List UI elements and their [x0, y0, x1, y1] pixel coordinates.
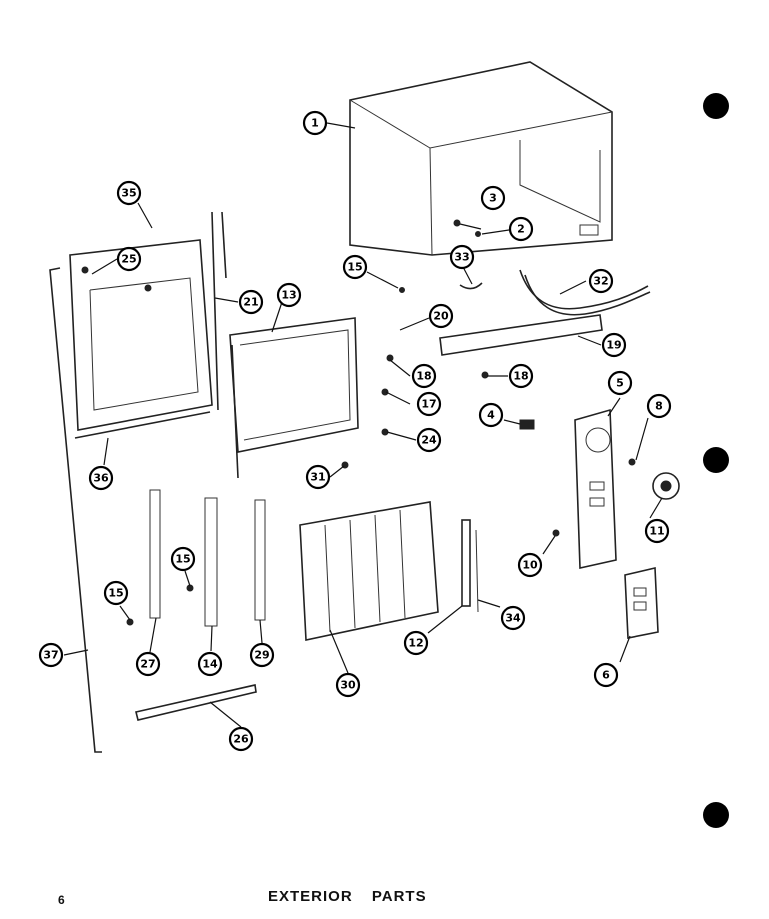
callout-18-a: 18	[411, 363, 437, 389]
grille	[299, 501, 439, 641]
svg-text:15: 15	[175, 553, 190, 566]
callout-36: 36	[88, 465, 114, 491]
callout-19: 19	[601, 332, 627, 358]
svg-text:12: 12	[408, 637, 423, 650]
callout-18-b: 18	[508, 363, 534, 389]
callout-10: 10	[517, 552, 543, 578]
callout-15-a: 15	[342, 254, 368, 280]
svg-text:1: 1	[311, 117, 319, 130]
callout-14: 14	[197, 651, 223, 677]
top-rail	[439, 314, 603, 356]
small-hardware	[126, 219, 636, 626]
bottom-trim	[135, 684, 257, 721]
svg-text:2: 2	[517, 223, 525, 236]
svg-text:10: 10	[522, 559, 538, 572]
callout-17: 17	[416, 391, 442, 417]
svg-text:35: 35	[121, 187, 136, 200]
callout-34: 34	[500, 605, 526, 631]
svg-text:24: 24	[421, 434, 437, 447]
cabinet-shell	[349, 61, 613, 256]
wire-harness	[519, 269, 651, 316]
callout-32: 32	[588, 268, 614, 294]
callout-11: 11	[644, 518, 670, 544]
control-panel	[574, 408, 617, 569]
svg-text:6: 6	[602, 669, 610, 682]
door-liner	[211, 211, 359, 479]
svg-text:3: 3	[489, 192, 497, 205]
callout-2: 2	[508, 216, 534, 242]
side-bracket	[49, 267, 102, 753]
callout-15-b: 15	[170, 546, 196, 572]
svg-text:29: 29	[254, 649, 269, 662]
registration-dot-middle	[703, 447, 729, 473]
svg-text:15: 15	[347, 261, 362, 274]
callout-31: 31	[305, 464, 331, 490]
svg-text:5: 5	[616, 377, 624, 390]
svg-text:36: 36	[93, 472, 109, 485]
switch-plate	[624, 567, 659, 639]
callout-21: 21	[238, 289, 264, 315]
svg-text:18: 18	[416, 370, 431, 383]
svg-text:20: 20	[433, 310, 449, 323]
page-title: EXTERIOR PARTS	[268, 888, 427, 905]
callout-35: 35	[116, 180, 142, 206]
callout-37: 37	[38, 642, 64, 668]
svg-text:18: 18	[513, 370, 528, 383]
callout-25: 25	[116, 246, 142, 272]
svg-text:11: 11	[649, 525, 664, 538]
callout-6: 6	[593, 662, 619, 688]
svg-text:31: 31	[310, 471, 325, 484]
callout-8: 8	[646, 393, 672, 419]
svg-text:21: 21	[243, 296, 258, 309]
svg-text:37: 37	[43, 649, 58, 662]
left-side-panel	[69, 239, 213, 439]
callout-30: 30	[335, 672, 361, 698]
svg-text:32: 32	[593, 275, 608, 288]
registration-dot-top	[703, 93, 729, 119]
vertical-strips	[149, 489, 266, 627]
svg-text:8: 8	[655, 400, 663, 413]
leader-lines	[63, 122, 663, 728]
registration-dot-bottom	[703, 802, 729, 828]
page-number: 6	[58, 893, 65, 907]
callout-12: 12	[403, 630, 429, 656]
callout-33: 33	[449, 244, 475, 270]
svg-text:17: 17	[421, 398, 436, 411]
right-trim-strip	[461, 519, 479, 613]
svg-text:34: 34	[505, 612, 521, 625]
callout-4: 4	[478, 402, 504, 428]
svg-text:33: 33	[454, 251, 469, 264]
knob	[652, 472, 680, 500]
callout-13: 13	[276, 282, 302, 308]
callout-20: 20	[428, 303, 454, 329]
callout-15-c: 15	[103, 580, 129, 606]
callout-27: 27	[135, 651, 161, 677]
svg-text:15: 15	[108, 587, 123, 600]
svg-text:25: 25	[121, 253, 136, 266]
callout-29: 29	[249, 642, 275, 668]
svg-text:14: 14	[202, 658, 218, 671]
svg-text:19: 19	[606, 339, 621, 352]
svg-text:4: 4	[487, 409, 495, 422]
svg-text:30: 30	[340, 679, 356, 692]
callout-26: 26	[228, 726, 254, 752]
callout-1: 1	[302, 110, 328, 136]
svg-text:26: 26	[233, 733, 249, 746]
svg-text:27: 27	[140, 658, 155, 671]
callout-5: 5	[607, 370, 633, 396]
svg-text:13: 13	[281, 289, 296, 302]
callout-3: 3	[480, 185, 506, 211]
callout-24: 24	[416, 427, 442, 453]
